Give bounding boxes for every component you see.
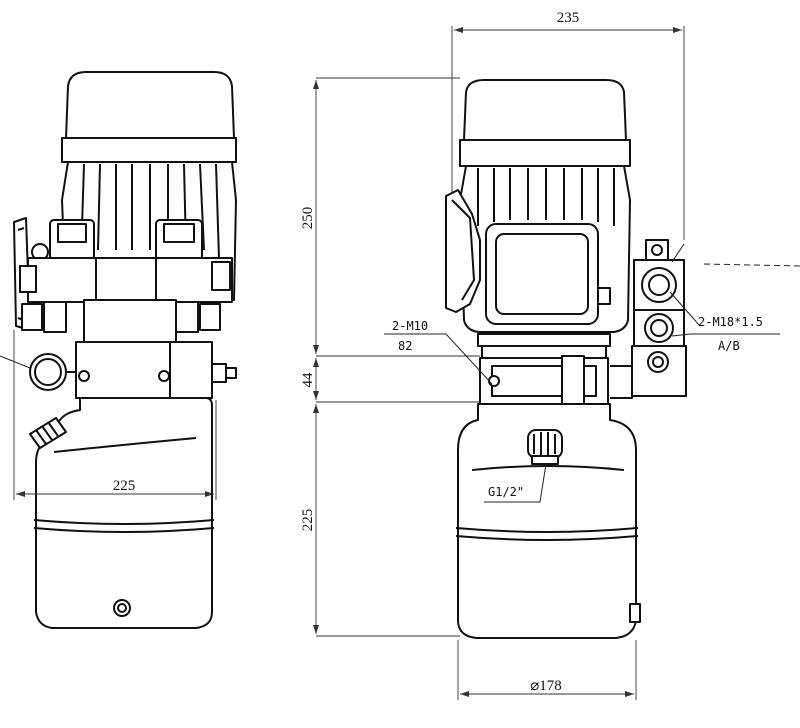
front-coupling xyxy=(561,355,585,409)
front-motor-cap xyxy=(463,79,627,141)
side-drain-plug xyxy=(113,599,131,617)
front-view: 235 xyxy=(445,10,800,700)
port-thread-label: 2-M18*1.5 xyxy=(698,315,763,329)
motor-height-label: 250 xyxy=(300,207,316,230)
port-leader-top xyxy=(671,243,685,263)
port-b-fitting xyxy=(644,313,674,343)
port-names-label: A/B xyxy=(718,339,740,353)
vertical-dimensions xyxy=(313,77,480,637)
side-fitting-1 xyxy=(21,303,43,331)
side-motor-band xyxy=(61,137,237,163)
tank-diameter-dimension xyxy=(457,640,637,700)
side-valve-knob-right xyxy=(211,261,231,291)
side-valve-knob-left xyxy=(19,265,37,293)
port-plug xyxy=(647,351,669,373)
side-filler-cap xyxy=(29,417,67,449)
side-tank-bead xyxy=(33,519,215,533)
mount-bolts-label: 2-M10 xyxy=(392,319,428,333)
front-drain-plug xyxy=(629,603,641,623)
front-motor-band xyxy=(459,139,631,167)
front-motor-bolt xyxy=(597,287,611,305)
block-height-label: 44 xyxy=(300,372,316,388)
side-mount-block xyxy=(75,341,213,399)
side-fitting-2 xyxy=(43,301,67,333)
left-width-label: 225 xyxy=(113,478,136,494)
side-gauge-leader xyxy=(0,355,31,369)
side-valve-block xyxy=(27,257,233,303)
side-view: 225 xyxy=(0,71,237,629)
front-tank xyxy=(457,403,637,639)
side-width-dimension xyxy=(13,330,217,500)
side-bolt-right xyxy=(158,370,170,382)
side-solenoid-left xyxy=(49,219,95,261)
front-terminal-box xyxy=(485,223,599,325)
side-fitting-3 xyxy=(173,301,199,333)
callouts: 2-M10 82 2-M18*1.5 A/B G1/2" xyxy=(384,291,780,503)
top-width-dimension xyxy=(451,26,685,240)
side-relief-valve xyxy=(211,363,227,383)
filler-thread-label: G1/2" xyxy=(488,485,524,499)
front-mount-hole-left xyxy=(488,375,500,387)
port-a-fitting xyxy=(641,267,677,303)
side-solenoid-right xyxy=(155,219,203,261)
front-side-flange xyxy=(445,189,481,313)
side-fitting-4 xyxy=(199,303,221,331)
tank-height-label: 225 xyxy=(300,509,316,532)
port-leader-right xyxy=(703,263,800,267)
top-width-label: 235 xyxy=(557,10,580,26)
side-tank xyxy=(35,397,213,629)
front-port-block xyxy=(631,239,687,397)
mount-spacing-label: 82 xyxy=(398,339,412,353)
tank-diameter-label: ⌀178 xyxy=(530,678,562,694)
front-adapter xyxy=(477,333,611,347)
side-pump-neck xyxy=(83,299,177,343)
front-filler-cap xyxy=(527,429,563,465)
side-motor-cap xyxy=(65,71,235,139)
side-bolt-left xyxy=(78,370,90,382)
front-tank-bead xyxy=(455,527,639,541)
